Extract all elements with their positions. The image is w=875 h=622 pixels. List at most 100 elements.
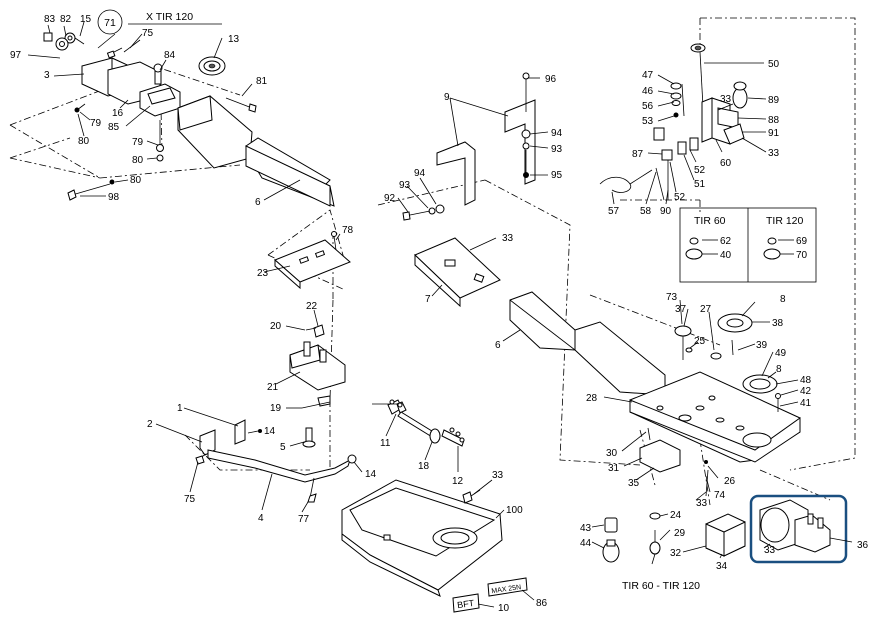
part-callout-27: 27 [700,304,712,315]
part-callout-83: 83 [44,14,56,25]
part-callout-86: 86 [536,598,548,609]
part-callout-12: 12 [452,476,464,487]
part-callout-74: 74 [714,490,726,501]
part-callout-94: 94 [414,168,426,179]
inset-part-62: 62 [720,236,732,247]
part-callout-79: 79 [90,118,102,129]
electrics [602,494,848,565]
motor-base-plate [629,313,801,497]
part-callout-24: 24 [670,510,682,521]
part-callout-78: 78 [342,225,354,236]
part-callout-88: 88 [768,115,780,126]
part-callout-56: 56 [642,101,654,112]
variant-note: X TIR 120 [146,11,193,23]
inset-title-tir-60: TIR 60 [694,215,726,227]
footer-caption: TIR 60 - TIR 120 [622,580,700,592]
part-callout-82: 82 [60,14,72,25]
part-callout-6: 6 [495,340,501,351]
part-callout-38: 38 [772,318,784,329]
inset-part-40: 40 [720,250,732,261]
part-callout-34: 34 [716,561,728,572]
part-callout-33: 33 [696,498,708,509]
part-callout-35: 35 [628,478,640,489]
hanging-bracket [402,72,536,221]
part-callout-37: 37 [675,304,687,315]
part-callout-93: 93 [551,144,563,155]
inset-part-69: 69 [796,236,808,247]
part-callout-21: 21 [267,382,279,393]
part-callout-85: 85 [108,122,120,133]
rail-sections [177,95,666,396]
part-callout-80: 80 [132,155,144,166]
part-callout-52: 52 [674,192,686,203]
part-callout-33: 33 [768,148,780,159]
part-callout-20: 20 [270,321,282,332]
part-callout-23: 23 [257,268,269,279]
part-callout-52: 52 [694,165,706,176]
cover-shell [341,479,528,613]
part-callout-9: 9 [444,92,450,103]
part-callout-58: 58 [640,206,652,217]
part-callout-90: 90 [660,206,672,217]
part-callout-22: 22 [306,301,318,312]
part-callout-96: 96 [545,74,557,85]
part-callout-49: 49 [775,348,787,359]
leader-lines [27,21,853,608]
part-callout-8: 8 [776,364,782,375]
part-callout-8: 8 [780,294,786,305]
inset-part-70: 70 [796,250,808,261]
part-callout-75: 75 [184,494,196,505]
part-callout-3: 3 [44,70,50,81]
part-callout-48: 48 [800,375,812,386]
part-callout-97: 97 [10,50,22,61]
part-callout-89: 89 [768,95,780,106]
part-callout-13: 13 [228,34,240,45]
part-callout-98: 98 [108,192,120,203]
part-callout-93: 93 [399,180,411,191]
header-annotation: 71 X TIR 120 [97,9,222,35]
part-callout-77: 77 [298,514,310,525]
part-callout-47: 47 [642,70,654,81]
part-callout-18: 18 [418,461,430,472]
part-callout-57: 57 [608,206,620,217]
part-callout-73: 73 [666,292,678,303]
part-callout-92: 92 [384,193,396,204]
part-callout-79: 79 [132,137,144,148]
part-callout-6: 6 [255,197,261,208]
part-callout-5: 5 [280,442,286,453]
trolley-assembly [195,324,465,503]
part-callout-42: 42 [800,386,812,397]
part-callout-29: 29 [674,528,686,539]
part-callout-80: 80 [78,136,90,147]
part-callout-75: 75 [142,28,154,39]
part-callout-87: 87 [632,149,644,160]
part-callout-81: 81 [256,76,268,87]
front-bracket-assembly [43,32,257,201]
part-callout-7: 7 [425,294,431,305]
part-callout-36: 36 [857,540,869,551]
part-callout-31: 31 [608,463,620,474]
part-callout-44: 44 [580,538,592,549]
part-callout-4: 4 [258,513,264,524]
part-callout-14: 14 [365,469,377,480]
part-callout-43: 43 [580,523,592,534]
part-callout-84: 84 [164,50,176,61]
part-callout-39: 39 [756,340,768,351]
part-callout-94: 94 [551,128,563,139]
part-callout-28: 28 [586,393,598,404]
part-callout-11: 11 [380,438,391,449]
inset-labels: TIR 60 TIR 120 62 40 69 70 [694,215,808,261]
limit-switch-assembly [599,43,748,201]
part-callout-46: 46 [642,86,654,97]
part-callout-100: 100 [506,505,523,516]
part-callout-14: 14 [264,426,276,437]
part-callout-10: 10 [498,603,510,614]
part-callout-15: 15 [80,14,92,25]
inset-title-tir-120: TIR 120 [766,215,804,227]
part-callout-1: 1 [177,403,183,414]
circled-ref-71: 71 [104,17,116,29]
part-callout-50: 50 [768,59,780,70]
part-callout-33: 33 [502,233,514,244]
